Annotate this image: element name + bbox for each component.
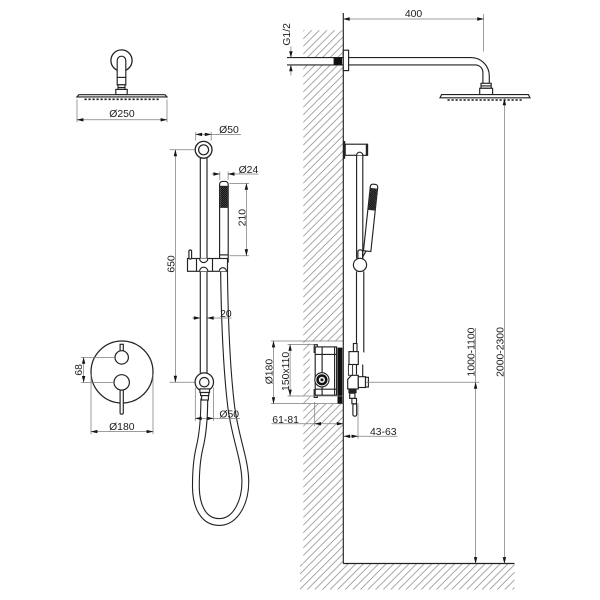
svg-text:Ø24: Ø24 bbox=[239, 165, 259, 176]
svg-text:G1/2: G1/2 bbox=[282, 23, 293, 46]
svg-text:210: 210 bbox=[237, 209, 248, 227]
svg-text:61-81: 61-81 bbox=[272, 415, 299, 426]
svg-text:Ø50: Ø50 bbox=[219, 125, 239, 136]
svg-text:68: 68 bbox=[74, 364, 85, 376]
svg-text:Ø250: Ø250 bbox=[109, 109, 135, 120]
svg-text:1000-1100: 1000-1100 bbox=[467, 327, 478, 376]
svg-text:Ø180: Ø180 bbox=[264, 359, 275, 385]
svg-text:400: 400 bbox=[405, 9, 423, 20]
svg-text:Ø50: Ø50 bbox=[219, 410, 239, 421]
svg-text:2000-2300: 2000-2300 bbox=[495, 327, 506, 377]
svg-text:43-63: 43-63 bbox=[370, 427, 397, 438]
svg-text:Ø180: Ø180 bbox=[109, 422, 135, 433]
svg-text:20: 20 bbox=[220, 309, 232, 320]
svg-text:650: 650 bbox=[167, 255, 178, 273]
svg-text:150x110: 150x110 bbox=[281, 352, 292, 391]
